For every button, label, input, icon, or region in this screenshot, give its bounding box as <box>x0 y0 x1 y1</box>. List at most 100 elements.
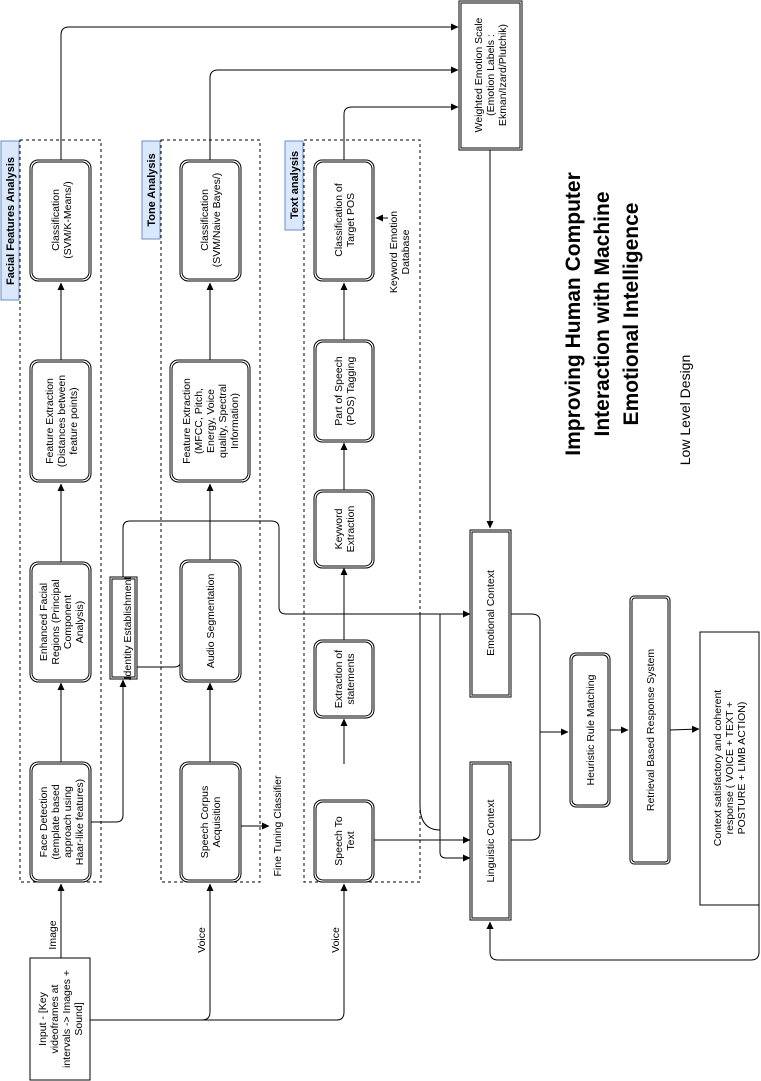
text-line: Classification <box>199 189 211 251</box>
text-line: Extraction <box>345 505 357 552</box>
text-line: (MFCC, Pitch, <box>193 388 205 454</box>
text-line: Information) <box>229 393 241 449</box>
svg-text:Context satisfactory and coher: Context satisfactory and coherentrespons… <box>712 690 748 847</box>
text-line: videoframes at <box>49 984 61 1053</box>
node-speech-to-text: Speech ToText <box>313 799 375 883</box>
text-line: Target POS <box>345 193 357 247</box>
svg-text:Part of Speech(POS) Tagging: Part of Speech(POS) Tagging <box>333 356 357 426</box>
text-line: Input - [Key <box>37 991 49 1045</box>
text-line: approach using <box>62 786 74 858</box>
node-classification-pos: Classification ofTarget POS <box>313 159 375 282</box>
svg-text:KeywordExtraction: KeywordExtraction <box>333 505 357 552</box>
node-linguistic-context: Linguistic Context <box>469 761 512 921</box>
node-retrieval: Retrieval Based Response System <box>629 595 671 865</box>
node-classification-face: Classification(SVM/K-Means/) <box>29 159 92 282</box>
svg-text:Enhanced FacialRegions (Princi: Enhanced FacialRegions (PrincipalCompone… <box>38 579 86 664</box>
text-line: Interaction with Machine <box>591 191 614 436</box>
text-line: (template based <box>50 784 62 859</box>
text-line: Sound] <box>73 1002 85 1035</box>
text-line: Context satisfactory and coherent <box>712 690 724 847</box>
node-enhanced-facial: Enhanced FacialRegions (PrincipalCompone… <box>29 561 92 683</box>
text-line: response ( VOICE + TEXT + <box>724 702 736 835</box>
text-line: Component <box>62 595 74 649</box>
node-response: Context satisfactory and coherentrespons… <box>699 631 760 906</box>
text-line: Feature Extraction <box>44 378 56 464</box>
facial-section-label: Facial Features Analysis <box>0 140 20 301</box>
text-line: Identity Establishment <box>122 577 134 680</box>
node-extraction-statements: Extraction ofstatements <box>313 639 375 719</box>
text-line: Keyword Emotion <box>388 211 400 293</box>
text-line: (SVM/K-Means/) <box>62 181 74 259</box>
text-line: statements <box>345 653 357 704</box>
text-line: (Emotion Labels : <box>485 34 497 116</box>
node-weighted-scale: Weighted Emotion Scale(Emotion Labels :E… <box>458 0 523 151</box>
text-line: Extraction of <box>333 650 345 708</box>
facial-section-border <box>19 139 102 883</box>
text-line: POSTURE + LIMB ACTION) <box>736 702 748 835</box>
edge-label-keyword-db: Keyword EmotionDatabase <box>388 211 412 293</box>
svg-text:Emotional Context: Emotional Context <box>485 570 497 656</box>
svg-text:Face Detection(template baseda: Face Detection(template basedapproach us… <box>38 779 86 865</box>
node-feature-extraction-face: Feature Extraction(Distances betweenfeat… <box>29 359 92 483</box>
node-emotional-context: Emotional Context <box>469 529 512 698</box>
diagram-subtitle: Low Level Design <box>677 355 693 466</box>
edge-label-voice-text: Voice <box>330 927 342 953</box>
text-line: Face Detection <box>38 787 50 858</box>
node-speech-corpus: Speech CorpusAcquisition <box>179 761 242 883</box>
text-line: Energy, Voice <box>205 389 217 453</box>
text-line: Ekman/Izard/Plutchik) <box>497 24 509 126</box>
node-input-text: Input - [Keyvideoframes atintervals -> I… <box>37 970 85 1068</box>
node-pos-tagging: Part of Speech(POS) Tagging <box>313 339 375 443</box>
svg-text:Classification ofTarget POS: Classification ofTarget POS <box>333 183 357 257</box>
text-line: (SVM/Naive Bayes/) <box>211 173 223 268</box>
node-face-detection: Face Detection(template basedapproach us… <box>29 761 92 883</box>
svg-text:Audio Segmentation: Audio Segmentation <box>205 574 217 669</box>
text-section-border <box>303 139 421 883</box>
svg-text:Heuristic Rule Matching: Heuristic Rule Matching <box>585 674 597 785</box>
text-section-label: Text analysis <box>284 140 304 231</box>
text-line: Emotional Intelligence <box>620 203 643 426</box>
svg-text:Speech CorpusAcquisition: Speech CorpusAcquisition <box>199 786 223 858</box>
node-heuristic: Heuristic Rule Matching <box>569 652 611 808</box>
node-identity: Identity Establishment <box>109 576 138 680</box>
edge-label-fine-tuning: Fine Tuning Classifier <box>272 775 284 876</box>
svg-text:Classification(SVM/K-Means/): Classification(SVM/K-Means/) <box>50 181 74 259</box>
svg-text:Facial Features Analysis: Facial Features Analysis <box>5 157 17 285</box>
text-line: feature points) <box>68 387 80 454</box>
svg-text:Classification(SVM/Naive Bayes: Classification(SVM/Naive Bayes/) <box>199 173 223 268</box>
text-line: Database <box>400 229 412 274</box>
text-line: Retrieval Based Response System <box>645 649 657 811</box>
edge-label-voice-tone: Voice <box>196 927 208 953</box>
text-line: Regions (Principal <box>50 579 62 664</box>
svg-text:Feature Extraction(MFCC, Pitch: Feature Extraction(MFCC, Pitch,Energy, V… <box>181 378 241 464</box>
svg-text:Extraction ofstatements: Extraction ofstatements <box>333 650 357 708</box>
node-keyword-extraction: KeywordExtraction <box>313 489 375 569</box>
svg-text:Linguistic Context: Linguistic Context <box>485 799 497 882</box>
svg-text:Identity Establishment: Identity Establishment <box>122 577 134 680</box>
node-input: Input - [Keyvideoframes atintervals -> I… <box>29 957 91 1081</box>
text-line: Analysis) <box>74 601 86 644</box>
text-line: Haar-like features) <box>74 779 86 865</box>
svg-text:Feature Extraction(Distances b: Feature Extraction(Distances betweenfeat… <box>44 375 80 467</box>
text-line: Heuristic Rule Matching <box>585 674 597 785</box>
svg-text:Speech ToText: Speech ToText <box>333 816 357 866</box>
edge-label-image: Image <box>47 920 59 949</box>
node-feature-extraction-tone: Feature Extraction(MFCC, Pitch,Energy, V… <box>169 359 251 483</box>
svg-text:Weighted Emotion Scale(Emotion: Weighted Emotion Scale(Emotion Labels :E… <box>473 17 509 132</box>
text-line: Emotional Context <box>485 570 497 656</box>
text-line: intervals -> Images + <box>61 970 73 1068</box>
text-line: Linguistic Context <box>485 799 497 882</box>
node-audio-segmentation: Audio Segmentation <box>179 559 242 683</box>
tone-section-label: Tone Analysis <box>141 140 161 240</box>
text-line: Speech To <box>333 816 345 866</box>
text-line: Enhanced Facial <box>38 583 50 661</box>
node-classification-tone: Classification(SVM/Naive Bayes/) <box>179 159 242 282</box>
svg-text:Text analysis: Text analysis <box>289 151 301 219</box>
text-line: Classification <box>50 189 62 251</box>
text-line: Keyword <box>333 508 345 549</box>
edges <box>57 23 760 1021</box>
text-line: (Distances between <box>56 375 68 467</box>
text-line: Classification of <box>333 183 345 257</box>
